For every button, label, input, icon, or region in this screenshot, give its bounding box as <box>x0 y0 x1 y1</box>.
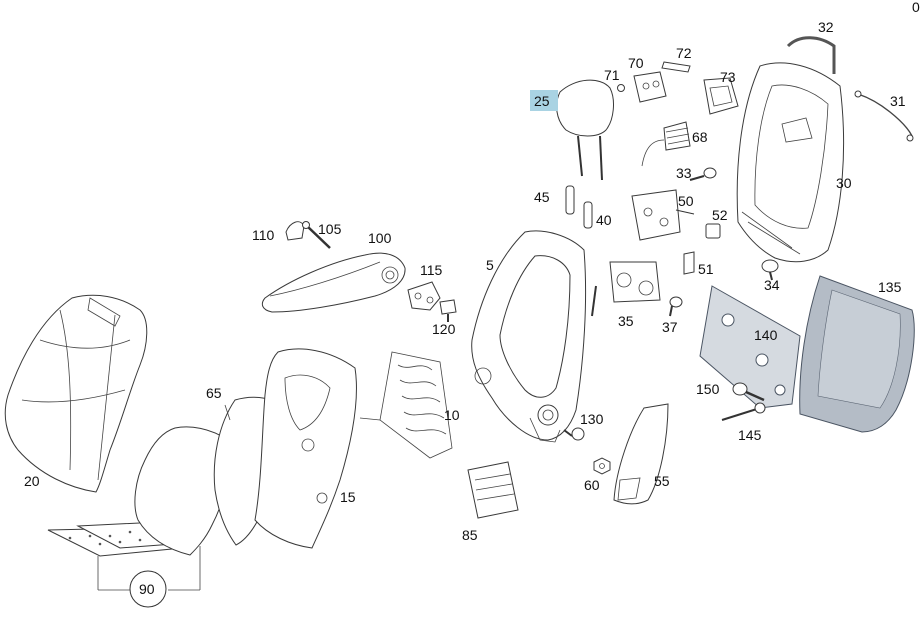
label-72: 72 <box>676 45 692 61</box>
label-25: 25 <box>534 93 550 109</box>
label-15: 15 <box>340 489 356 505</box>
part-45-guide[interactable] <box>565 185 575 215</box>
part-55-trim[interactable] <box>613 403 669 505</box>
part-105-pin[interactable] <box>302 221 331 249</box>
label-135: 135 <box>878 279 902 295</box>
label-71: 71 <box>604 67 620 83</box>
part-60-nut[interactable] <box>593 457 611 475</box>
label-5: 5 <box>486 257 494 273</box>
label-105: 105 <box>318 221 342 237</box>
part-5-frame[interactable] <box>471 230 587 443</box>
part-40-guide[interactable] <box>583 201 593 229</box>
label-60: 60 <box>584 477 600 493</box>
label-32: 32 <box>818 19 834 35</box>
label-68: 68 <box>692 129 708 145</box>
label-45: 45 <box>534 189 550 205</box>
part-140-bracket[interactable] <box>699 285 801 409</box>
part-85-lumbar[interactable] <box>467 461 519 519</box>
part-115-bracket[interactable] <box>407 281 441 311</box>
part-120-fastener[interactable] <box>439 299 457 322</box>
part-70-switch[interactable] <box>633 71 667 103</box>
label-130: 130 <box>580 411 604 427</box>
label-33: 33 <box>676 165 692 181</box>
part-30-back-shell[interactable] <box>736 62 845 263</box>
part-10-spring-mat[interactable] <box>359 351 453 459</box>
part-37-bolt[interactable] <box>669 296 683 317</box>
label-31: 31 <box>890 93 906 109</box>
label-120: 120 <box>432 321 456 337</box>
part-15-back-shell[interactable] <box>254 348 357 549</box>
corner-glyph: 0 <box>912 0 920 15</box>
label-140: 140 <box>754 327 778 343</box>
label-30: 30 <box>836 175 852 191</box>
part-35-mechanism[interactable] <box>591 261 661 317</box>
part-110-clip[interactable] <box>285 221 305 241</box>
part-20-backrest-cover[interactable] <box>4 294 148 493</box>
label-34: 34 <box>764 277 780 293</box>
part-73-cover[interactable] <box>703 77 739 115</box>
label-51: 51 <box>698 261 714 277</box>
armrest-hinge <box>381 266 399 284</box>
part-145-bolt[interactable] <box>721 402 766 421</box>
label-50: 50 <box>678 193 694 209</box>
label-85: 85 <box>462 527 478 543</box>
label-55: 55 <box>654 473 670 489</box>
part-72-strip[interactable] <box>661 61 691 73</box>
part-150-bolt[interactable] <box>732 382 765 402</box>
label-35: 35 <box>618 313 634 329</box>
label-10: 10 <box>444 407 460 423</box>
part-32-rod[interactable] <box>786 36 836 74</box>
part-34-bolt[interactable] <box>761 259 779 281</box>
label-65: 65 <box>206 385 222 401</box>
label-40: 40 <box>596 212 612 228</box>
label-100: 100 <box>368 230 392 246</box>
label-110: 110 <box>252 227 275 243</box>
label-150: 150 <box>696 381 720 397</box>
part-100-armrest[interactable] <box>261 252 406 313</box>
label-70: 70 <box>628 55 644 71</box>
part-50-mechanism[interactable] <box>631 189 695 241</box>
label-115: 115 <box>420 262 443 278</box>
label-52: 52 <box>712 207 728 223</box>
part-52-connector[interactable] <box>705 223 721 239</box>
part-25-headrest[interactable] <box>556 79 614 181</box>
label-145: 145 <box>738 427 762 443</box>
label-73: 73 <box>720 69 736 85</box>
highlight-25 <box>530 90 558 111</box>
part-33-screw[interactable] <box>689 167 717 181</box>
part-31-cable[interactable] <box>854 90 914 142</box>
part-135-back-panel[interactable] <box>799 275 915 433</box>
label-20: 20 <box>24 473 40 489</box>
part-71-screw[interactable] <box>617 84 625 92</box>
label-37: 37 <box>662 319 678 335</box>
part-130-bolt[interactable] <box>563 427 585 441</box>
label-90: 90 <box>139 581 155 597</box>
part-51-bracket[interactable] <box>683 251 695 275</box>
part-68-module[interactable] <box>641 121 691 167</box>
